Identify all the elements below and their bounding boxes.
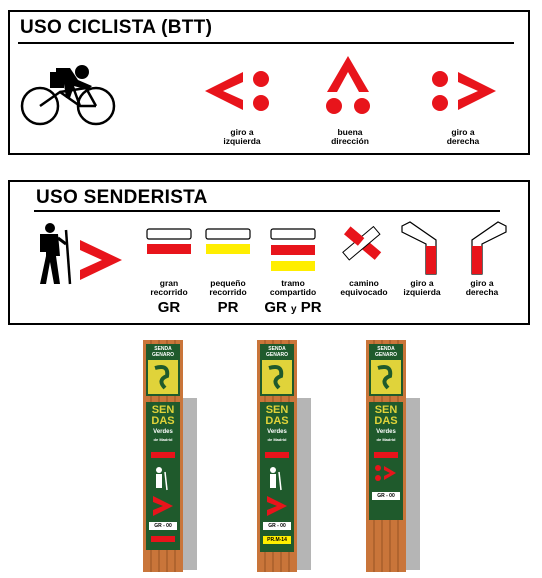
senderista-title-rule <box>34 210 500 212</box>
post-gr-sen: SEN <box>151 404 175 416</box>
post-gr-pr-code-gr: GR - 00 <box>268 523 286 529</box>
post-btt: SENDA GENARO SEN DAS Verdes de Madrid GR… <box>366 340 426 572</box>
code-shared-y: y <box>291 304 297 315</box>
post-btt-sen: SEN <box>374 404 398 416</box>
label-camino-equivocado: camino equivocado <box>340 278 388 297</box>
post-btt-senda: SENDA <box>377 346 395 352</box>
btt-title-rule <box>18 42 514 44</box>
label-pequeno-recorrido: pequeño recorrido <box>209 278 247 297</box>
label-tramo-compartido: tramo compartido <box>269 278 317 297</box>
code-shared-gr: GR <box>264 299 287 316</box>
post-btt-das: DAS <box>374 415 398 427</box>
post-btt-genaro: GENARO <box>375 352 397 358</box>
code-shared-pr: PR <box>300 299 322 316</box>
senderista-direction-chevron <box>80 240 122 280</box>
code-gr-y-pr: GR y PR <box>258 299 328 316</box>
post-gr-pr-das: DAS <box>265 415 289 427</box>
cyclist-icon <box>20 65 116 126</box>
post-gr-pr-genaro: GENARO <box>266 352 288 358</box>
hiker-icon <box>40 223 72 285</box>
gr-marker <box>146 228 192 254</box>
post-gr-pr-senda: SENDA <box>268 346 286 352</box>
post-gr: SENDA GENARO SEN DAS Verdes de Madrid GR… <box>143 340 203 572</box>
post-gr-pr-sen: SEN <box>265 404 289 416</box>
panel-senderista <box>8 180 530 325</box>
post-gr-pr-code-pr: PR.M-14 <box>267 537 287 543</box>
label-giro-derecha: giro a derecha <box>465 278 499 297</box>
post-gr-pr: SENDA GENARO SEN DAS Verdes de Madrid GR… <box>257 340 317 572</box>
shared-marker <box>270 228 316 271</box>
post-gr-pr-de-madrid: de Madrid <box>267 437 287 442</box>
code-pr: PR <box>217 299 239 316</box>
label-gran-recorrido: gran recorrido <box>150 278 188 297</box>
code-gr: GR <box>157 299 181 316</box>
hiking-left-turn-marker <box>401 221 437 275</box>
post-gr-pr-graphic <box>257 340 311 572</box>
btt-label-left: giro a izquierda <box>223 127 261 146</box>
senderista-title: USO SENDERISTA <box>36 187 208 208</box>
btt-title: USO CICLISTA (BTT) <box>20 17 213 38</box>
post-btt-de-madrid: de Madrid <box>376 437 396 442</box>
post-gr-verdes: Verdes <box>153 429 173 435</box>
post-gr-code: GR - 00 <box>154 523 172 529</box>
label-giro-izquierda: giro a izquierda <box>403 278 441 297</box>
post-gr-graphic <box>143 340 197 572</box>
btt-right-turn-sign <box>432 71 496 111</box>
btt-left-turn-sign <box>205 71 269 111</box>
btt-label-straight: buena dirección <box>331 127 369 146</box>
post-gr-senda: SENDA <box>154 346 172 352</box>
post-btt-code: GR - 00 <box>377 493 395 499</box>
wrong-way-cross <box>342 225 382 261</box>
btt-straight-sign <box>326 56 370 114</box>
btt-label-right: giro a derecha <box>446 127 480 146</box>
post-gr-das: DAS <box>151 415 175 427</box>
post-gr-pr-verdes: Verdes <box>267 429 287 435</box>
post-gr-de-madrid: de Madrid <box>153 437 173 442</box>
post-btt-verdes: Verdes <box>376 429 396 435</box>
hiking-right-turn-marker <box>471 221 507 275</box>
post-gr-genaro: GENARO <box>152 352 174 358</box>
pr-marker <box>205 228 251 254</box>
post-btt-graphic <box>366 340 420 572</box>
